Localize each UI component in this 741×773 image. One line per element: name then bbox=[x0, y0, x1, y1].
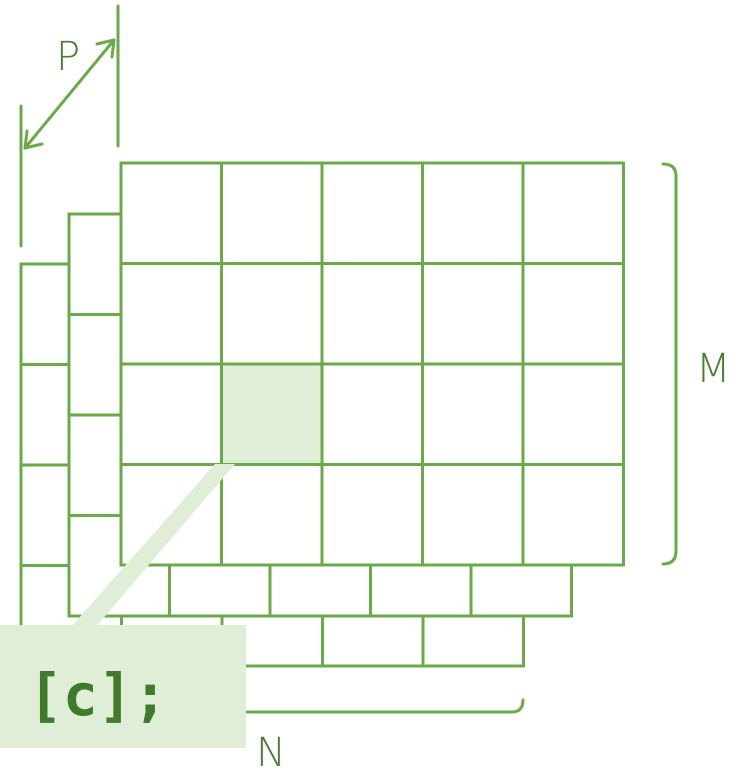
m-label: M bbox=[696, 346, 731, 392]
front-layer-grid bbox=[119, 161, 625, 567]
n-bracket bbox=[238, 698, 525, 714]
p-dimension-indicator bbox=[19, 4, 120, 248]
p-arrow-head-bottom bbox=[23, 129, 44, 150]
callout-pointer bbox=[70, 464, 235, 628]
code-label: [c]; bbox=[28, 661, 168, 729]
p-arrow-line bbox=[23, 38, 116, 150]
n-label: N bbox=[256, 730, 286, 773]
p-arrow-head-top bbox=[95, 38, 116, 59]
p-label: P bbox=[56, 34, 80, 80]
code-label-box bbox=[0, 625, 246, 748]
m-bracket bbox=[661, 162, 678, 566]
highlighted-cell bbox=[222, 364, 322, 464]
